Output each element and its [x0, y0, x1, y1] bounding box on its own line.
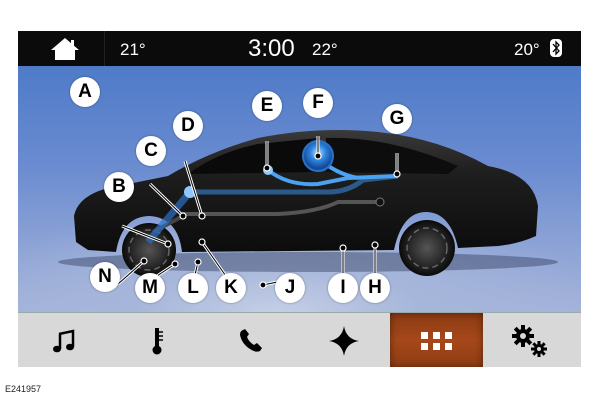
status-divider — [104, 31, 105, 66]
callout-l: L — [178, 273, 208, 303]
callout-a: A — [70, 77, 100, 107]
figure-caption: E241957 — [5, 384, 42, 394]
callout-f: F — [303, 88, 333, 118]
passenger-temp[interactable]: 20° — [514, 40, 540, 59]
outside-temp: 22° — [312, 40, 338, 59]
callout-h: H — [360, 273, 390, 303]
callout-c: C — [136, 136, 166, 166]
nav-climate-button[interactable] — [111, 313, 204, 367]
status-bar: 21° 3:00 22° 20° — [18, 31, 581, 66]
home-button[interactable] — [50, 37, 80, 61]
thermometer-icon — [152, 327, 163, 354]
bluetooth-icon — [550, 39, 562, 57]
callout-m: M — [135, 273, 165, 303]
callout-e: E — [252, 91, 282, 121]
vehicle-lighting-view: A B C D E F G H I J K L M N — [18, 66, 581, 312]
clock: 3:00 — [248, 35, 295, 62]
music-note-icon — [52, 328, 74, 352]
grid-icon — [420, 331, 452, 350]
callout-k: K — [216, 273, 246, 303]
nav-settings-button[interactable] — [483, 313, 576, 367]
callout-n: N — [90, 262, 120, 292]
nav-apps-button[interactable] — [390, 313, 483, 367]
sync-screen: 21° 3:00 22° 20° — [18, 31, 581, 367]
driver-temp[interactable]: 21° — [120, 40, 146, 59]
callout-d: D — [173, 111, 203, 141]
callout-b: B — [104, 172, 134, 202]
callout-j: J — [275, 273, 305, 303]
compass-star-icon — [328, 325, 359, 356]
bottom-nav-bar — [18, 312, 581, 367]
phone-icon — [239, 328, 262, 352]
nav-phone-button[interactable] — [204, 313, 297, 367]
callout-g: G — [382, 104, 412, 134]
callout-i: I — [328, 273, 358, 303]
gears-icon — [511, 324, 547, 357]
home-icon — [51, 38, 79, 60]
nav-audio-button[interactable] — [18, 313, 111, 367]
nav-navigation-button[interactable] — [297, 313, 390, 367]
